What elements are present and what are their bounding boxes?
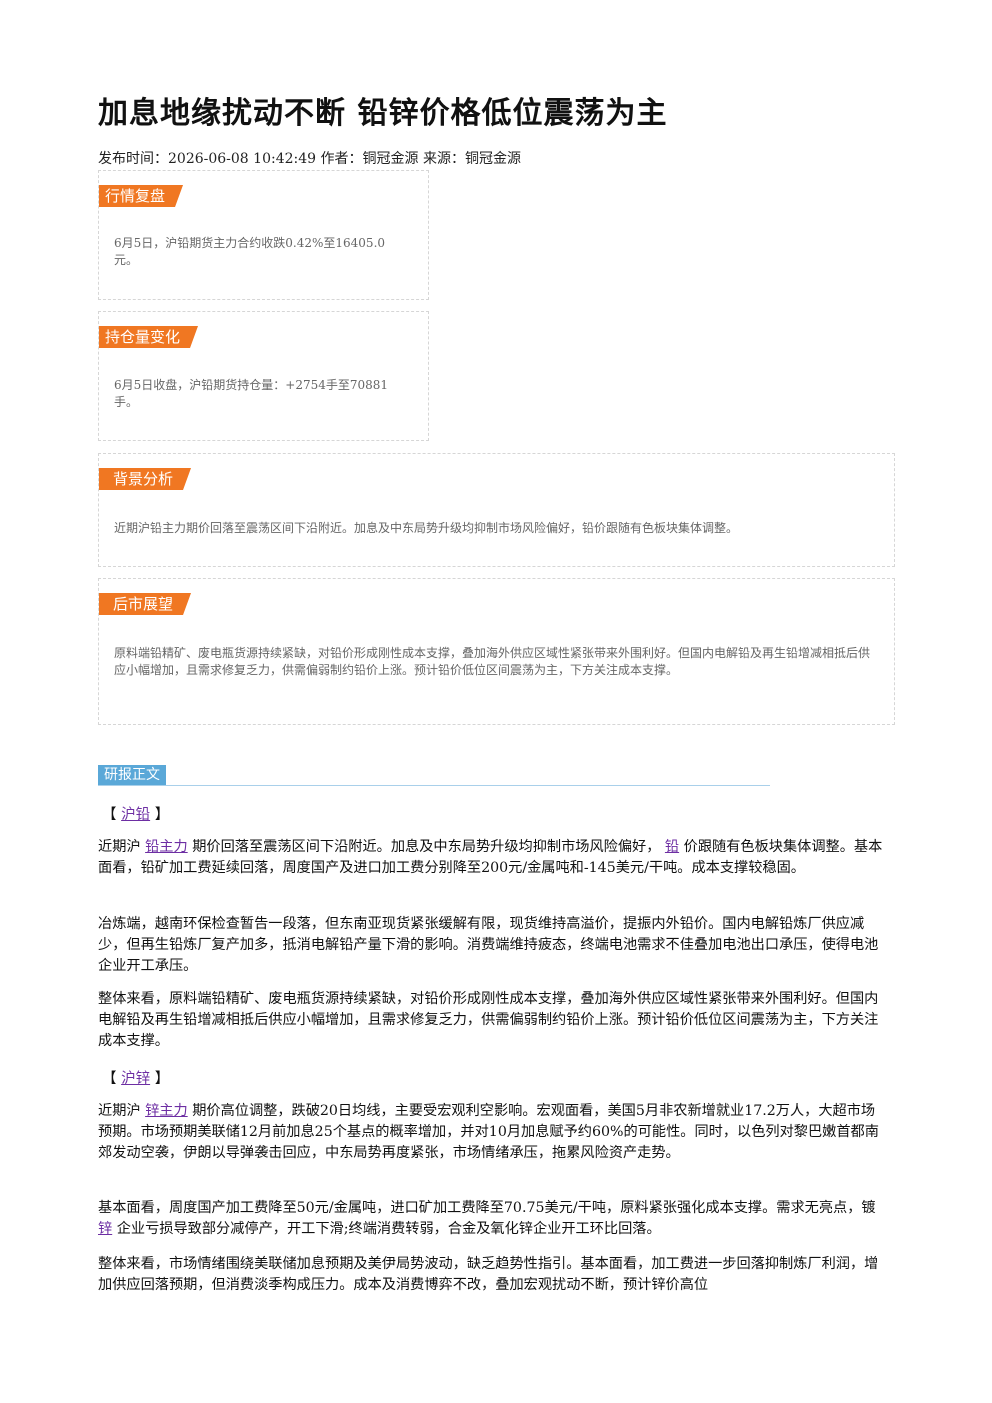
position-change-tag: 持仓量变化 (99, 326, 198, 348)
lead-paragraph-2: 冶炼端，越南环保检查暂告一段落，但东南亚现货紧张缓解有限，现货维持高溢价，提振内… (98, 916, 879, 974)
lead-main-link[interactable]: 铅主力 (145, 839, 188, 855)
outlook-text: 原料端铅精矿、废电瓶货源持续紧缺，对铅价形成刚性成本支撑，叠加海外供应区域性紧张… (114, 646, 871, 677)
zinc-p2-text-a: 基本面看，周度国产加工费降至50元/金属吨，进口矿加工费降至70.75美元/干吨… (98, 1200, 876, 1216)
market-review-text: 6月5日，沪铅期货主力合约收跌0.42%至16405.0元。 (114, 236, 386, 267)
background-analysis-box: 背景分析 近期沪铅主力期价回落至震荡区间下沿附近。加息及中东局势升级均抑制市场风… (98, 453, 895, 567)
position-change-text: 6月5日收盘，沪铅期货持仓量：+2754手至70881手。 (114, 378, 389, 409)
zinc-p2-text-b: 企业亏损导致部分减停产，开工下滑;终端消费转弱，合金及氧化锌企业开工环比回落。 (116, 1221, 661, 1237)
report-body-tag: 研报正文 (98, 765, 166, 785)
bracket-open: 【 (102, 807, 117, 823)
report-divider (98, 785, 770, 786)
zinc-section-header: 【 沪锌 】 (102, 1067, 169, 1088)
zinc-paragraph-2: 基本面看，周度国产加工费降至50元/金属吨，进口矿加工费降至70.75美元/干吨… (98, 1198, 883, 1240)
zinc-paragraph-1: 近期沪 锌主力 期价高位调整，跌破20日均线，主要受宏观利空影响。宏观面看，美国… (98, 1101, 883, 1164)
lead-p1-text-b: 期价回落至震荡区间下沿附近。加息及中东局势升级均抑制市场风险偏好， (192, 839, 661, 855)
outlook-box: 后市展望 原料端铅精矿、废电瓶货源持续紧缺，对铅价形成刚性成本支撑，叠加海外供应… (98, 578, 895, 725)
bracket-close: 】 (154, 1071, 170, 1087)
market-review-tag: 行情复盘 (99, 185, 183, 207)
lead-paragraph-1: 近期沪 铅主力 期价回落至震荡区间下沿附近。加息及中东局势升级均抑制市场风险偏好… (98, 837, 883, 879)
lead-p1-text-c: 价跟随有色板块集体调整。基本面看，铅矿加工费延续回落，周度国产及进口加工费分别降… (98, 839, 883, 876)
outlook-tag: 后市展望 (99, 593, 191, 615)
article-title: 加息地缘扰动不断 铅锌价格低位震荡为主 (98, 96, 668, 131)
bracket-open: 【 (102, 1071, 117, 1087)
zinc-paragraph-3: 整体来看，市场情绪围绕美联储加息预期及美伊局势波动，缺乏趋势性指引。基本面看，加… (98, 1256, 879, 1293)
background-analysis-text: 近期沪铅主力期价回落至震荡区间下沿附近。加息及中东局势升级均抑制市场风险偏好，铅… (114, 521, 739, 535)
lead-price-link[interactable]: 铅 (664, 839, 680, 855)
lead-paragraph-3: 整体来看，原料端铅精矿、废电瓶货源持续紧缺，对铅价形成刚性成本支撑，叠加海外供应… (98, 991, 879, 1049)
zinc-galvanize-link[interactable]: 锌 (98, 1221, 113, 1237)
market-review-box: 行情复盘 6月5日，沪铅期货主力合约收跌0.42%至16405.0元。 (98, 170, 429, 300)
zinc-link[interactable]: 沪锌 (121, 1071, 151, 1087)
zinc-main-link[interactable]: 锌主力 (145, 1103, 188, 1119)
lead-section-header: 【 沪铅 】 (102, 803, 169, 824)
lead-link[interactable]: 沪铅 (121, 807, 151, 823)
background-analysis-tag: 背景分析 (99, 468, 191, 490)
position-change-box: 持仓量变化 6月5日收盘，沪铅期货持仓量：+2754手至70881手。 (98, 311, 429, 441)
bracket-close: 】 (154, 807, 170, 823)
article-meta: 发布时间：2026-06-08 10:42:49 作者：铜冠金源 来源：铜冠金源 (98, 151, 521, 167)
lead-p1-text-a: 近期沪 (98, 839, 141, 855)
zinc-p1-text-b: 期价高位调整，跌破20日均线，主要受宏观利空影响。宏观面看，美国5月非农新增就业… (98, 1103, 879, 1161)
zinc-p1-text-a: 近期沪 (98, 1103, 141, 1119)
